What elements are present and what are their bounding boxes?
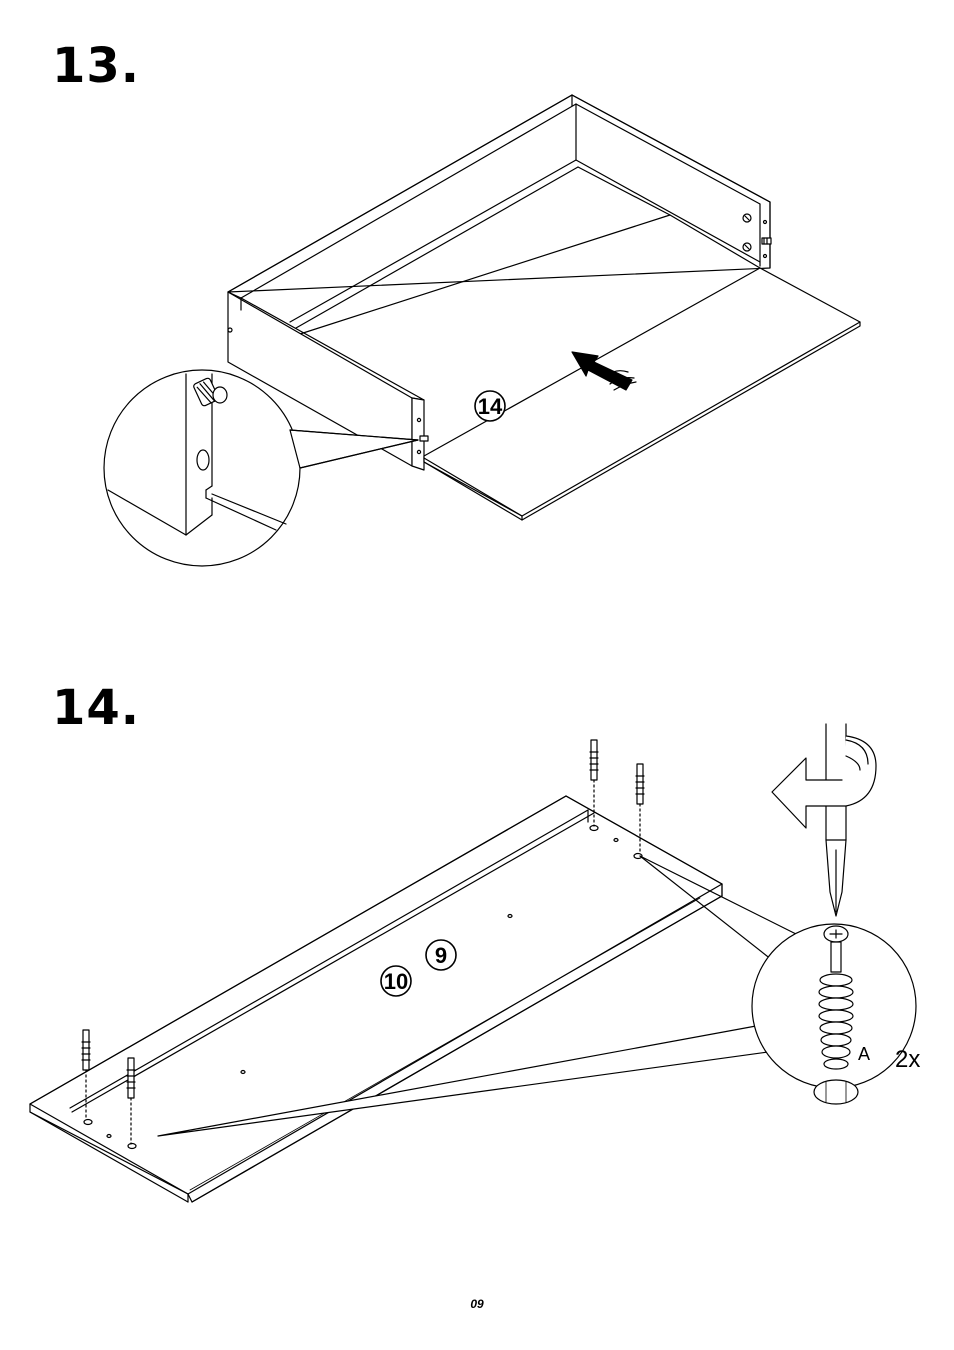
part-14-label: 14	[478, 394, 503, 419]
hardware-label: A	[858, 1044, 870, 1064]
step-14-drawing	[30, 724, 916, 1202]
part-10-label: 10	[384, 969, 408, 994]
screwdriver-icon	[826, 724, 846, 916]
page-number: 09	[0, 1297, 954, 1311]
part-9-label: 9	[435, 943, 447, 968]
quantity-label: 2x	[895, 1046, 920, 1073]
step-13-drawing	[104, 95, 860, 566]
rotate-arrow-icon	[772, 736, 876, 828]
